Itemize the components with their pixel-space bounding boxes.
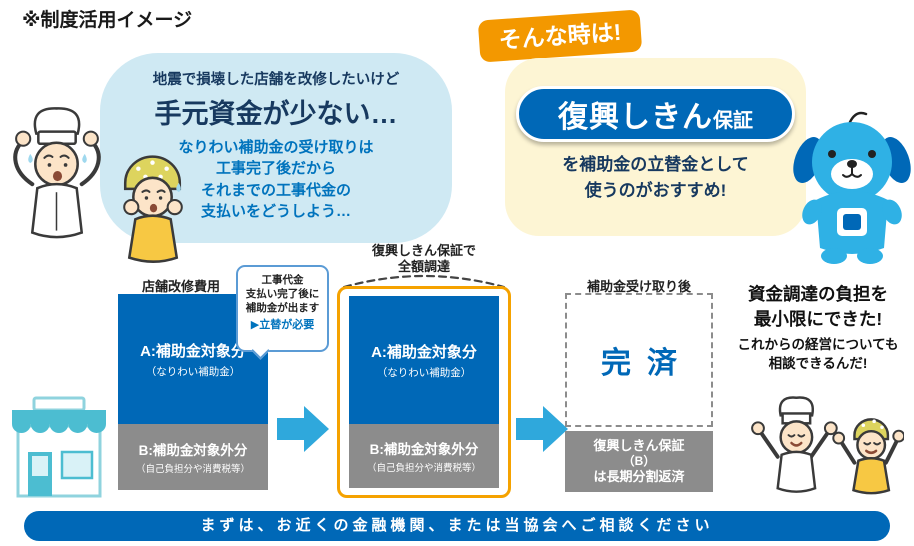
step3-repayment-box: 復興しきん保証 （B） は長期分割返済 (565, 431, 713, 492)
page-title: ※制度活用イメージ (22, 10, 193, 31)
bracket-line: 復興しきん保証で (371, 243, 476, 258)
result-text: 資金調達の負担を 最小限にできた! これからの経営についても 相談できるんだ! (722, 282, 914, 374)
step3-label: 補助金受け取り後 (586, 279, 691, 294)
box-a-subtitle: （なりわい補助金） (376, 366, 472, 379)
footer-banner: まずは、お近くの金融機関、または当協会へご相談ください (24, 511, 890, 541)
step1-box-a: A:補助金対象分 （なりわい補助金） (118, 294, 268, 424)
result-large-text: 資金調達の負担を 最小限にできた! (722, 282, 914, 331)
coverage-bracket (342, 274, 506, 287)
repay-line: （B） (622, 454, 656, 468)
box-b-title: B:補助金対象外分 (369, 442, 479, 457)
result-line: 最小限にできた! (753, 308, 883, 329)
step1-box-b: B:補助金対象外分 （自己負担分や消費税等） (118, 424, 268, 490)
box-a-title: A:補助金対象分 (140, 342, 246, 360)
step2-box-b: B:補助金対象外分 （自己負担分や消費税等） (349, 424, 499, 488)
callout-line: 工事代金 (261, 274, 304, 286)
fukko-shikin-guarantee-pill: 復興しきん 保証 (516, 86, 795, 142)
problem-detail-line: 支払いをどうしよう… (200, 202, 351, 220)
problem-detail-line: それまでの工事代金の (200, 181, 351, 199)
problem-speech-bubble: 地震で損壊した店舗を改修したいけど 手元資金が少ない… なりわい補助金の受け取り… (100, 53, 452, 243)
box-b-title: B:補助金対象外分 (138, 443, 248, 458)
right-arrow-icon (277, 406, 329, 452)
problem-detail-line: なりわい補助金の受け取りは (178, 139, 374, 156)
problem-intro: 地震で損壊した店舗を改修したいけど (152, 72, 400, 88)
callout-line: 支払い完了後に (245, 287, 320, 300)
step2-guarantee-frame: A:補助金対象分 （なりわい補助金） B:補助金対象外分 （自己負担分や消費税等… (337, 286, 511, 498)
step2-bracket-label: 復興しきん保証で 全額調達 (339, 243, 509, 275)
box-b-subtitle: （自己負担分や消費税等） (366, 463, 481, 474)
guarantee-suffix: 保証 (713, 109, 753, 132)
repay-line: 復興しきん保証 (593, 437, 685, 453)
problem-details: なりわい補助金の受け取りは 工事完了後だから それまでの工事代金の 支払いをどう… (100, 137, 452, 222)
recommendation-line: 使うのがおすすめ! (584, 181, 727, 201)
celebrating-chef-and-woman-illustration (751, 396, 904, 495)
box-a-title: A:補助金対象分 (371, 343, 477, 361)
box-a-subtitle: （なりわい補助金） (145, 365, 241, 378)
result-line: 相談できるんだ! (768, 355, 868, 371)
settled-text: 完済 (601, 347, 693, 380)
dog-mascot-illustration (793, 111, 911, 264)
settled-box: 完済 (565, 293, 713, 427)
right-arrow-icon (516, 406, 568, 452)
box-b-subtitle: （自己負担分や消費税等） (135, 464, 250, 475)
result-line: これからの経営についても (737, 337, 899, 352)
sonna-toki-badge: そんな時は! (477, 9, 643, 63)
tatekae-highlight: ▶立替が必要 (250, 318, 315, 331)
problem-headline: 手元資金が少ない… (154, 99, 398, 129)
step1-label: 店舗改修費用 (142, 279, 221, 294)
storefront-illustration (12, 396, 106, 498)
recommendation-panel (505, 58, 806, 236)
problem-detail-line: 工事完了後だから (215, 160, 336, 178)
result-line: 資金調達の負担を (748, 284, 888, 304)
timing-callout: 工事代金 支払い完了後に 補助金が出ます ▶立替が必要 (236, 265, 329, 352)
callout-line: 補助金が出ます (245, 301, 320, 314)
recommendation-text: を補助金の立替金として 使うのがおすすめ! (505, 152, 806, 205)
worried-woman-illustration (123, 155, 183, 263)
step2-box-a: A:補助金対象分 （なりわい補助金） (349, 296, 499, 424)
worried-chef-illustration (13, 107, 101, 239)
guarantee-name: 復興しきん (558, 101, 713, 134)
result-small-text: これからの経営についても 相談できるんだ! (722, 336, 914, 374)
repay-line: は長期分割返済 (593, 469, 685, 484)
recommendation-line: を補助金の立替金として (562, 155, 749, 174)
bracket-line: 全額調達 (397, 258, 450, 274)
